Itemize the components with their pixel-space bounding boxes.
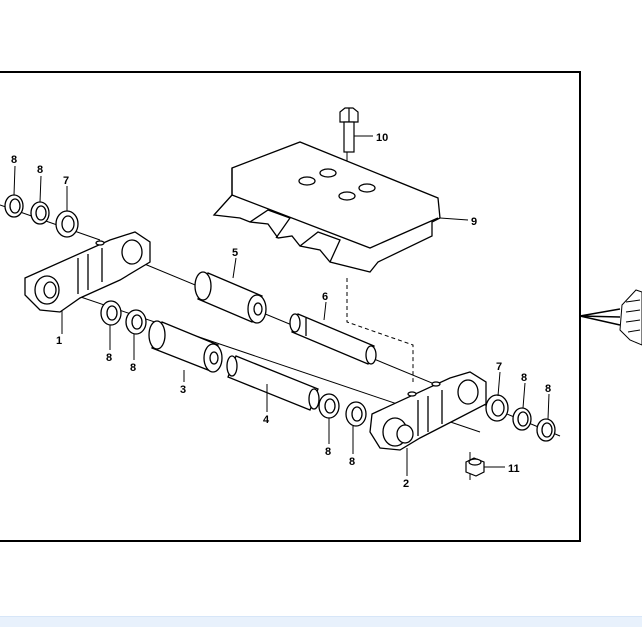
track-shoe-part-9 bbox=[212, 141, 441, 273]
washers-left-top bbox=[4, 194, 79, 238]
bushing-part-3 bbox=[148, 320, 223, 373]
callout-labels: 8 8 7 1 8 8 5 6 3 4 8 8 2 7 8 8 9 10 11 bbox=[11, 132, 551, 490]
callout-2: 2 bbox=[403, 478, 409, 490]
bushing-part-5 bbox=[194, 271, 267, 324]
washers-center bbox=[318, 393, 367, 427]
callout-8: 8 bbox=[11, 154, 17, 166]
callout-10: 10 bbox=[376, 132, 388, 144]
callout-4: 4 bbox=[263, 414, 270, 426]
callout-9: 9 bbox=[471, 216, 477, 228]
callout-8: 8 bbox=[325, 446, 331, 458]
callout-8: 8 bbox=[349, 456, 355, 468]
callout-8: 8 bbox=[106, 352, 112, 364]
link-part-2 bbox=[369, 371, 487, 451]
link-part-1 bbox=[24, 231, 151, 313]
footer-strip bbox=[0, 616, 642, 627]
callout-8: 8 bbox=[545, 383, 551, 395]
nut-part-11 bbox=[465, 457, 485, 477]
pin-part-6 bbox=[289, 313, 377, 365]
callout-8: 8 bbox=[130, 362, 136, 374]
washers-left-bottom bbox=[100, 300, 147, 335]
dashed-guide bbox=[346, 278, 414, 382]
leader-lines bbox=[13, 135, 550, 476]
pin-part-4 bbox=[226, 355, 320, 411]
callout-5: 5 bbox=[232, 247, 238, 259]
callout-1: 1 bbox=[56, 335, 62, 347]
callout-6: 6 bbox=[322, 291, 328, 303]
adjacent-assembly-thumbnail bbox=[619, 289, 642, 346]
bolt-part-10 bbox=[339, 107, 359, 153]
callout-3: 3 bbox=[180, 384, 186, 396]
diagram-frame bbox=[0, 71, 581, 542]
callout-7: 7 bbox=[496, 361, 502, 373]
callout-8: 8 bbox=[37, 164, 43, 176]
callout-7: 7 bbox=[63, 175, 69, 187]
washers-right bbox=[485, 394, 556, 442]
callout-11: 11 bbox=[508, 463, 520, 475]
connector-lines bbox=[579, 308, 621, 326]
callout-8: 8 bbox=[521, 372, 527, 384]
